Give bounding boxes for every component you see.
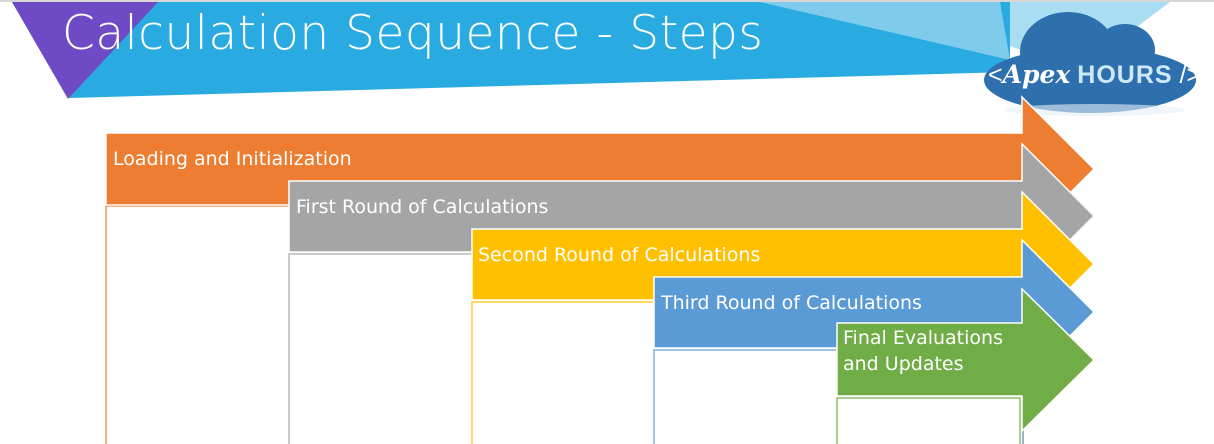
step-label-4: Third Round of Calculations xyxy=(661,292,922,314)
logo-open-bracket: < xyxy=(988,61,1003,89)
logo-close-bracket: /> xyxy=(1179,61,1202,89)
step-label-1: Loading and Initialization xyxy=(113,148,352,170)
header-banner xyxy=(12,2,1170,99)
slide-title: Calculation Sequence - Steps xyxy=(62,6,764,61)
step-arrow-5 xyxy=(836,287,1096,433)
apexhours-logo: <Apex HOURS /> xyxy=(988,60,1201,90)
step-label-2: First Round of Calculations xyxy=(296,196,549,218)
logo-hours-text: HOURS xyxy=(1077,61,1173,89)
step-label-3: Second Round of Calculations xyxy=(478,244,761,266)
top-border xyxy=(0,0,1214,2)
step-label-5-line2: and Updates xyxy=(843,353,964,375)
apexhours-logo-cloud xyxy=(984,12,1196,116)
step-label-5-line1: Final Evaluations xyxy=(843,327,1003,349)
logo-apex-text: Apex xyxy=(1002,60,1071,89)
